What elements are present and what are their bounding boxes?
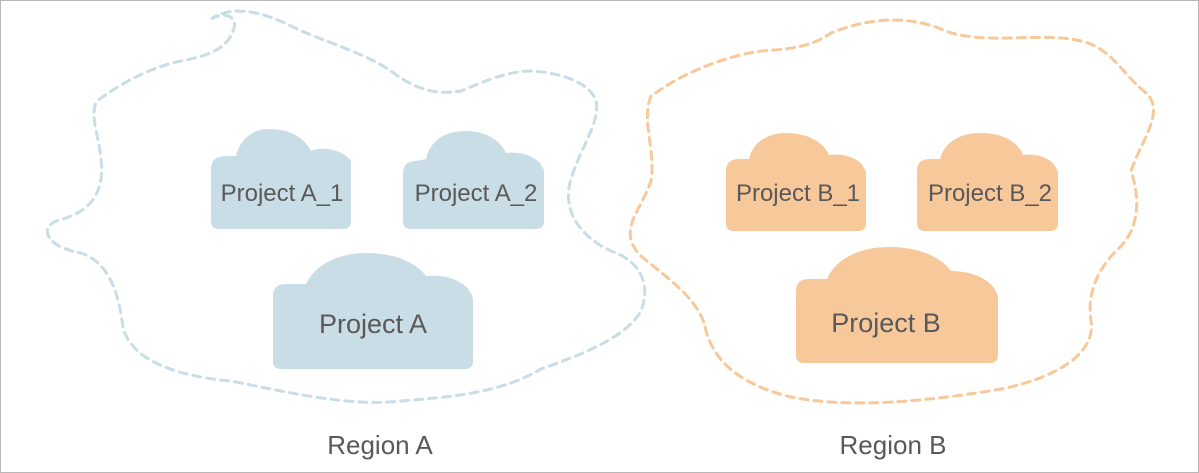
cloud-project-b-2: Project B_2: [917, 133, 1058, 231]
region-b-label: Region B: [840, 430, 947, 460]
cloud-project-a-1: Project A_1: [211, 129, 351, 229]
project-b-label: Project B: [831, 308, 941, 338]
cloud-project-b: Project B: [796, 247, 998, 363]
cloud-project-a-2: Project A_2: [403, 131, 544, 229]
region-b-boundary: [628, 18, 1155, 405]
project-b-1-label: Project B_1: [736, 180, 860, 207]
cloud-project-b-1: Project B_1: [726, 133, 866, 231]
project-a-1-label: Project A_1: [221, 180, 344, 207]
cloud-project-b-shape: [796, 247, 998, 363]
cloud-project-a-1-shape: [211, 129, 351, 229]
cloud-project-a: Project A: [273, 253, 473, 369]
cloud-project-b-1-shape: [726, 133, 866, 231]
project-b-2-label: Project B_2: [928, 180, 1052, 207]
cloud-project-b-2-shape: [917, 133, 1058, 231]
cloud-project-a-shape: [273, 253, 473, 369]
region-a-label: Region A: [327, 430, 433, 460]
cloud-project-a-2-shape: [403, 131, 544, 229]
region-a-boundary: [45, 9, 647, 404]
project-a-2-label: Project A_2: [415, 180, 538, 207]
project-a-label: Project A: [319, 309, 427, 339]
